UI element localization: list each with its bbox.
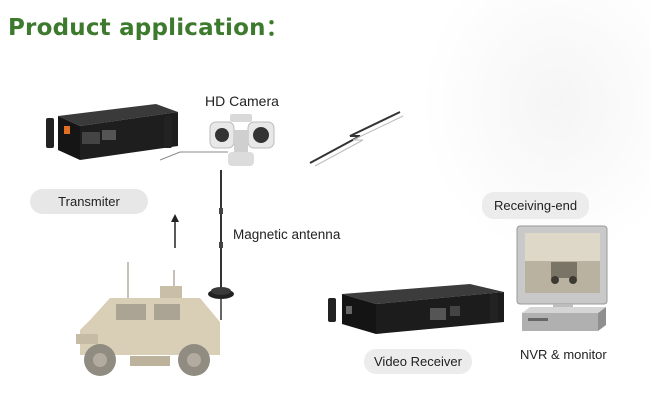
nvr-monitor-label: NVR & monitor: [520, 347, 607, 362]
magnetic-antenna-icon: [208, 170, 234, 320]
signal-lightning-icon: [309, 111, 404, 167]
magnetic-antenna-label: Magnetic antenna: [233, 227, 341, 242]
video-receiver-device-icon: [328, 284, 504, 334]
monitor-icon: [516, 225, 608, 318]
transmitter-device-icon: [46, 104, 178, 160]
nvr-box-icon: [522, 307, 606, 331]
up-arrow-icon: [171, 214, 179, 248]
hd-camera-label: HD Camera: [205, 93, 279, 109]
video-receiver-label: Video Receiver: [364, 349, 472, 374]
armored-vehicle-icon: [76, 262, 220, 376]
ptz-camera-icon: [209, 114, 275, 166]
receiving-end-label: Receiving-end: [482, 192, 590, 219]
page-title: Product application：: [8, 15, 289, 41]
transmitter-label: Transmiter: [30, 189, 148, 214]
camera-cable-line: [160, 151, 228, 161]
background-glow: [420, 0, 650, 260]
